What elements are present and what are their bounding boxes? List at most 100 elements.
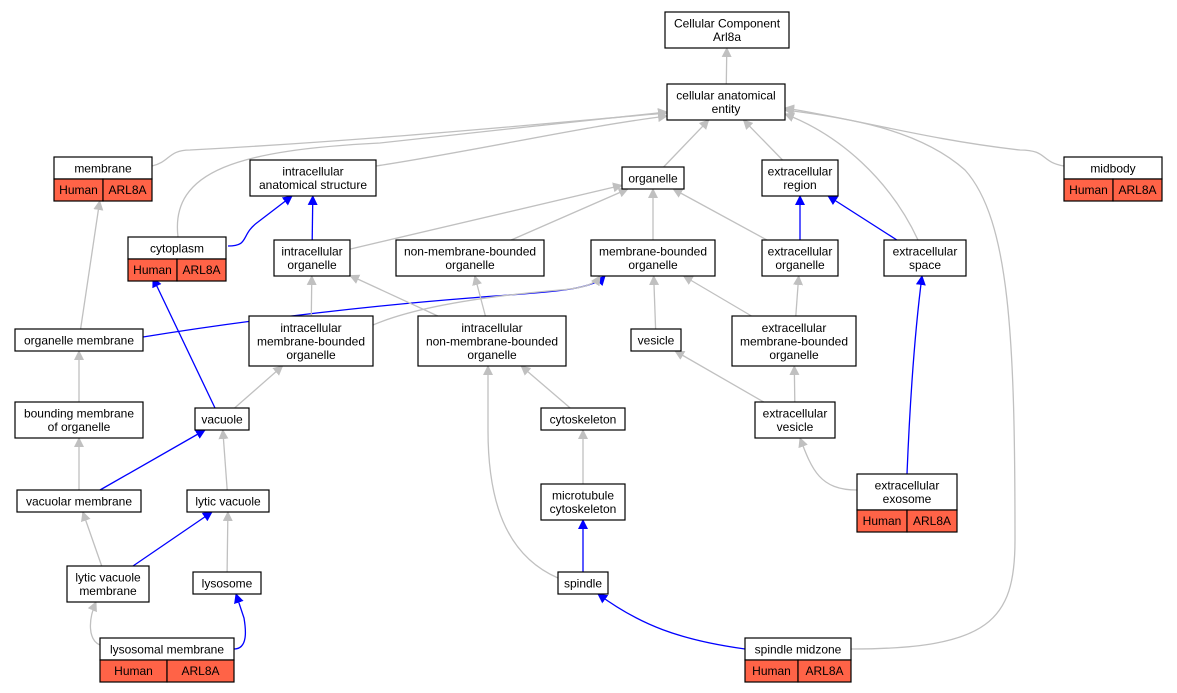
gene-cell — [102, 178, 153, 202]
edge-organelle-membrane-to-membrane — [79, 200, 104, 330]
node-lytic-vacuole[interactable]: lytic vacuole — [186, 489, 270, 513]
node-box — [14, 401, 144, 439]
species-label: Human — [133, 263, 172, 277]
node-organelle-membrane[interactable]: organelle membrane — [14, 328, 144, 352]
node-box — [630, 328, 682, 352]
species-label: Human — [59, 183, 98, 197]
node-box — [761, 159, 839, 197]
node-label: membrane-bounded — [599, 245, 707, 259]
edge-extracellular-exosome-to-extracellular-vesicle — [798, 437, 858, 491]
edge-intracellular-membrane-bounded-organelle-to-membrane-bounded-organelle — [372, 275, 601, 326]
edge-extracellular-space-to-extracellular-region — [827, 195, 898, 241]
edge-lytic-vacuole-to-vacuole — [218, 429, 229, 491]
gene-label: ARL8A — [108, 183, 146, 197]
node-box — [66, 565, 150, 603]
node-lysosome[interactable]: lysosome — [192, 571, 262, 595]
gene-cell — [1112, 178, 1163, 202]
edge-midbody-to-cellular-anatomical-entity — [784, 104, 1065, 167]
edge-non-membrane-bounded-organelle-to-organelle — [510, 188, 629, 241]
node-label: intracellular — [461, 321, 522, 335]
node-label: vacuole — [201, 412, 243, 426]
node-label: extracellular — [768, 165, 833, 179]
node-box — [666, 83, 786, 121]
node-label: membrane-bounded — [740, 334, 848, 348]
edge-cytoskeleton-to-intracellular-non-membrane-bounded-organelle — [520, 365, 571, 409]
node-label: cytoskeleton — [550, 502, 617, 516]
node-box — [754, 401, 836, 439]
edge-lysosomal-membrane-to-lysosome — [233, 593, 247, 650]
species-label: Human — [1069, 183, 1108, 197]
node-box — [856, 473, 958, 511]
node-vesicle[interactable]: vesicle — [630, 328, 682, 352]
gene-cell — [166, 659, 235, 683]
gene-cell — [176, 258, 227, 282]
gene-label: ARL8A — [1118, 183, 1156, 197]
node-box — [192, 571, 262, 595]
gene-label: ARL8A — [913, 514, 951, 528]
node-box — [16, 489, 142, 513]
node-label: organelle — [769, 348, 819, 362]
node-label: membrane-bounded — [257, 334, 365, 348]
edge-intracellular-membrane-bounded-organelle-to-intracellular-organelle — [306, 275, 317, 317]
edge-cytoplasm-to-cellular-anatomical-entity — [176, 107, 668, 238]
edge-extracellular-region-to-cellular-anatomical-entity — [742, 119, 783, 161]
node-label: intracellular — [280, 321, 341, 335]
node-organelle[interactable]: organelle — [621, 166, 685, 190]
node-label: non-membrane-bounded — [426, 334, 558, 348]
node-label: membrane — [79, 584, 137, 598]
edge-lytic-vacuole-membrane-to-vacuolar-membrane — [81, 511, 103, 567]
gene-label: ARL8A — [182, 263, 220, 277]
node-vacuole[interactable]: vacuole — [194, 407, 250, 431]
node-box — [540, 407, 626, 431]
node-label: organelle — [628, 171, 678, 185]
node-intracellular-non-membrane-bounded-organelle[interactable]: intracellularnon-membrane-boundedorganel… — [417, 315, 567, 367]
node-label: membrane — [74, 161, 132, 175]
edge-extracellular-membrane-bounded-organelle-to-extracellular-organelle — [793, 275, 804, 317]
node-label: extracellular — [875, 479, 940, 493]
edge-intracellular-organelle-to-organelle — [349, 182, 623, 250]
node-cytoskeleton[interactable]: cytoskeleton — [540, 407, 626, 431]
edge-extracellular-vesicle-to-vesicle — [674, 350, 765, 403]
node-box — [883, 239, 967, 277]
edge-vacuole-to-intracellular-membrane-bounded-organelle — [234, 365, 284, 409]
node-label: extracellular — [893, 245, 958, 259]
edge-extracellular-membrane-bounded-organelle-to-membrane-bounded-organelle — [682, 275, 752, 317]
node-label: intracellular — [281, 245, 342, 259]
node-label: region — [783, 178, 816, 192]
node-label: midbody — [1090, 161, 1135, 175]
node-box — [395, 239, 545, 277]
node-box — [14, 328, 144, 352]
node-vacuolar-membrane[interactable]: vacuolar membrane — [16, 489, 142, 513]
node-label: spindle midzone — [755, 642, 842, 656]
edge-lysosomal-membrane-to-lytic-vacuole-membrane — [87, 601, 101, 646]
node-label: organelle — [775, 258, 825, 272]
node-spindle[interactable]: spindle — [557, 571, 609, 595]
gene-cell — [797, 659, 852, 683]
node-label: organelle — [467, 348, 517, 362]
edge-organelle-to-cellular-anatomical-entity — [663, 119, 710, 168]
node-label: organelle — [286, 348, 336, 362]
